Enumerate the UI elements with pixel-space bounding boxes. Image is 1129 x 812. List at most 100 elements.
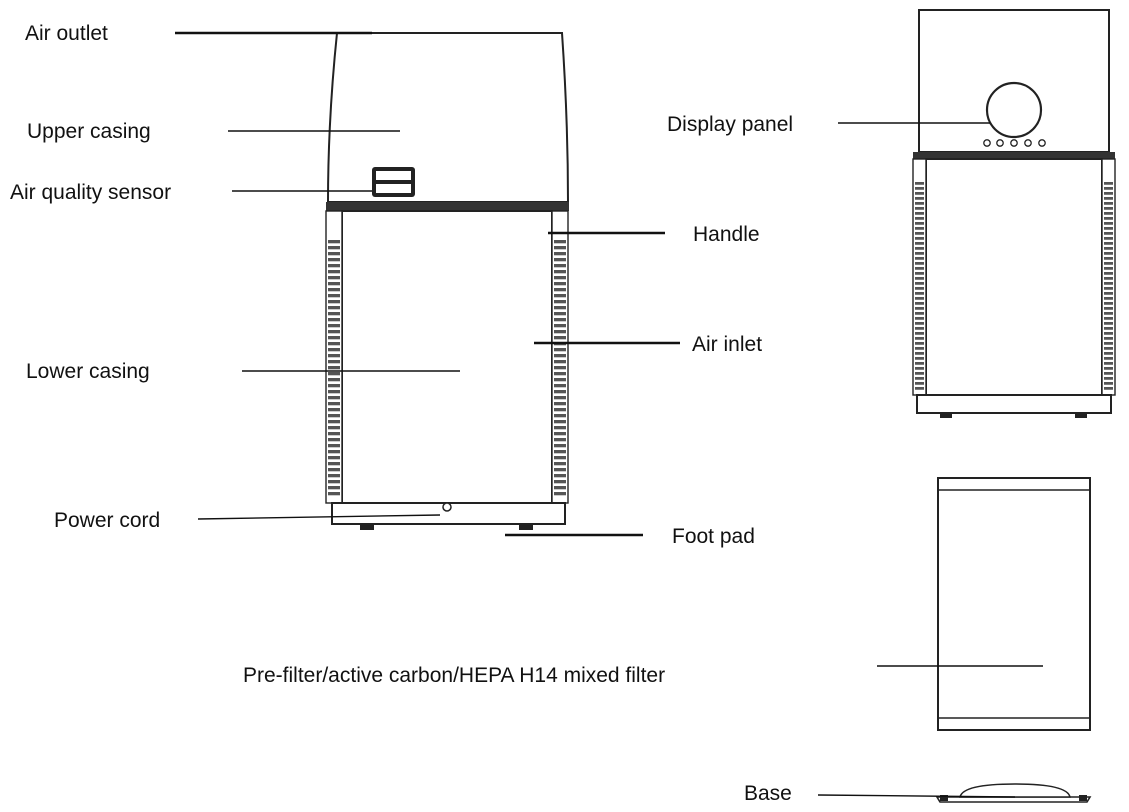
label-handle: Handle (693, 223, 760, 246)
grille-slat (328, 270, 340, 274)
grille-slat (915, 257, 924, 260)
grille-slat (1104, 357, 1113, 360)
grille-slat (328, 432, 340, 436)
grille-slat (1104, 297, 1113, 300)
grille-slat (1104, 187, 1113, 190)
grille-slat (554, 264, 566, 268)
grille-slat (915, 357, 924, 360)
grille-slat (1104, 227, 1113, 230)
grille-slat (1104, 232, 1113, 235)
grille-slat (1104, 317, 1113, 320)
grille-slat (554, 324, 566, 328)
label-mixed-filter: Pre-filter/active carbon/HEPA H14 mixed … (243, 664, 665, 687)
purifier-back-view (912, 9, 1116, 418)
grille-slat (554, 474, 566, 478)
grille-slat (328, 318, 340, 322)
grille-slat (328, 396, 340, 400)
grille-slat (915, 347, 924, 350)
grille-slat (328, 366, 340, 370)
grille-slat (915, 387, 924, 390)
grille-slat (554, 408, 566, 412)
back-lower-casing (925, 158, 1103, 396)
grille-slat (1104, 307, 1113, 310)
grille-slat (328, 348, 340, 352)
grille-slat (915, 262, 924, 265)
casing-band (326, 202, 569, 211)
grille-slat (554, 258, 566, 262)
grille-slat (554, 438, 566, 442)
grille-slat (915, 212, 924, 215)
grille-slat (915, 267, 924, 270)
grille-slat (328, 330, 340, 334)
grille-slat (1104, 257, 1113, 260)
grille-slat (915, 327, 924, 330)
grille-slat (915, 342, 924, 345)
grille-slat (915, 217, 924, 220)
grille-slat (328, 438, 340, 442)
grille-slat (915, 237, 924, 240)
grille-slat (554, 312, 566, 316)
mixed-filter-shape (937, 477, 1091, 731)
grille-slat (328, 474, 340, 478)
grille-slat (328, 246, 340, 250)
grille-slat (554, 420, 566, 424)
grille-slat (554, 402, 566, 406)
grille-slat (915, 187, 924, 190)
grille-slat (1104, 217, 1113, 220)
grille-slat (915, 222, 924, 225)
grille-slat (915, 192, 924, 195)
grille-slat (915, 202, 924, 205)
leader-base (817, 794, 1016, 798)
grille-slat (554, 444, 566, 448)
foot-pad-right (519, 524, 533, 530)
grille-slat (1104, 352, 1113, 355)
display-dial (985, 81, 1043, 139)
grille-slat (328, 342, 340, 346)
grille-slat (554, 378, 566, 382)
grille-slat (554, 282, 566, 286)
grille-slat (328, 306, 340, 310)
grille-slats (554, 240, 566, 496)
grille-slat (554, 486, 566, 490)
grille-slat (328, 444, 340, 448)
grille-slats (1104, 182, 1113, 390)
grille-slat (328, 402, 340, 406)
grille-slat (328, 486, 340, 490)
grille-slat (554, 240, 566, 244)
grille-slat (328, 354, 340, 358)
grille-slat (1104, 382, 1113, 385)
grille-slat (554, 270, 566, 274)
grille-slat (1104, 337, 1113, 340)
grille-slat (554, 456, 566, 460)
grille-slat (1104, 197, 1113, 200)
label-air-inlet: Air inlet (692, 333, 762, 356)
grille-slat (915, 197, 924, 200)
back-casing-band (913, 152, 1115, 159)
upper-casing-shape (326, 32, 570, 203)
grille-slat (915, 322, 924, 325)
grille-slat (554, 348, 566, 352)
grille-slat (1104, 362, 1113, 365)
power-cord-port (442, 502, 452, 512)
grille-slat (328, 462, 340, 466)
grille-slat (554, 288, 566, 292)
grille-slat (915, 182, 924, 185)
grille-slat (915, 242, 924, 245)
grille-slat (1104, 267, 1113, 270)
grille-slat (1104, 287, 1113, 290)
grille-slat (1104, 252, 1113, 255)
grille-slat (1104, 277, 1113, 280)
grille-slat (915, 207, 924, 210)
grille-slat (915, 287, 924, 290)
grille-slat (328, 492, 340, 496)
grille-slat (554, 390, 566, 394)
grille-slat (328, 468, 340, 472)
grille-slat (328, 240, 340, 244)
lower-casing-shape (341, 210, 553, 504)
grille-slat (554, 462, 566, 466)
grille-slat (1104, 282, 1113, 285)
grille-slat (1104, 342, 1113, 345)
grille-slat (554, 246, 566, 250)
grille-slat (328, 258, 340, 262)
grille-slat (915, 377, 924, 380)
